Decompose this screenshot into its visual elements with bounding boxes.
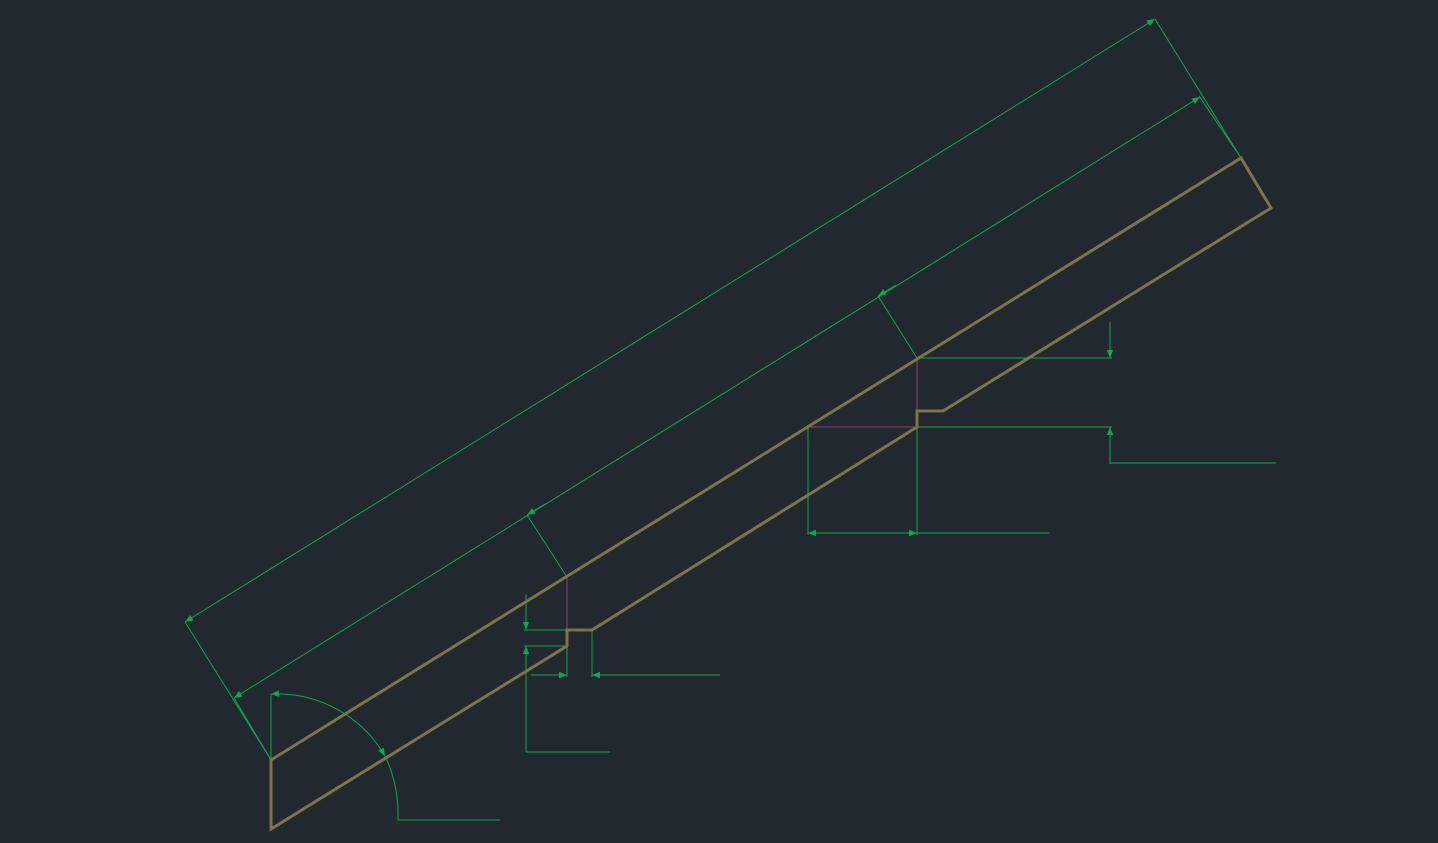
angle-leader (384, 755, 500, 821)
perpendicular-leader (526, 503, 546, 516)
extension-line (877, 295, 918, 359)
angle-dimension-arc (270, 690, 386, 757)
profile-outline (269, 155, 1274, 832)
perpendicular-leader (877, 284, 897, 297)
extension-line (1154, 18, 1242, 159)
extension-line (184, 621, 272, 761)
extension-line (526, 514, 568, 578)
construction-lines (566, 358, 918, 630)
extension-line (1198, 95, 1242, 159)
dimension-lines (184, 18, 1276, 821)
extension-line (233, 697, 272, 761)
top-length-dimension (233, 96, 1201, 699)
overall-length-dimension (184, 18, 1156, 623)
